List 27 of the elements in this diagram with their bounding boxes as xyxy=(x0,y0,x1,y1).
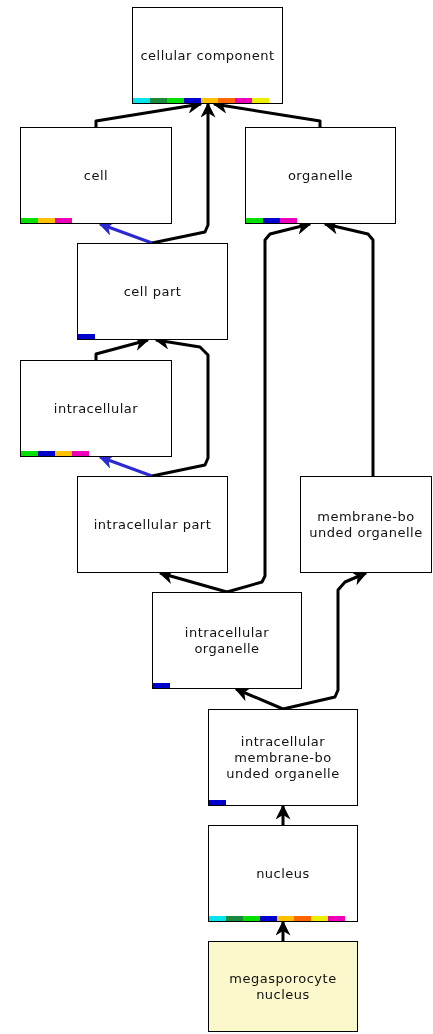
term-box xyxy=(245,127,396,224)
term-box xyxy=(208,709,358,806)
term-box xyxy=(132,7,283,104)
term-label: megasporocyte nucleus xyxy=(228,970,338,1003)
arrow xyxy=(275,920,291,941)
term-label: cellular component xyxy=(139,47,276,64)
term-label: intracellular membrane-bo unded organelle xyxy=(225,733,341,782)
term-box xyxy=(20,360,172,457)
term-label: cell part xyxy=(122,283,183,300)
term-label: nucleus xyxy=(255,865,311,882)
arrow xyxy=(151,102,216,245)
term-label: intracellular part xyxy=(92,516,213,533)
arrow xyxy=(275,804,291,825)
term-label: cell xyxy=(82,167,110,184)
term-box xyxy=(152,592,302,689)
term-box xyxy=(77,476,228,573)
term-box xyxy=(300,476,432,573)
term-label: membrane-bo unded organelle xyxy=(308,508,424,541)
term-box xyxy=(208,941,358,1032)
arrow xyxy=(282,571,368,711)
term-label: intracellular organelle xyxy=(183,624,271,657)
term-box xyxy=(208,825,358,922)
term-box xyxy=(77,243,228,340)
term-label: organelle xyxy=(286,167,355,184)
term-label: intracellular xyxy=(52,400,140,417)
term-box xyxy=(20,127,172,224)
arrow xyxy=(234,687,284,711)
